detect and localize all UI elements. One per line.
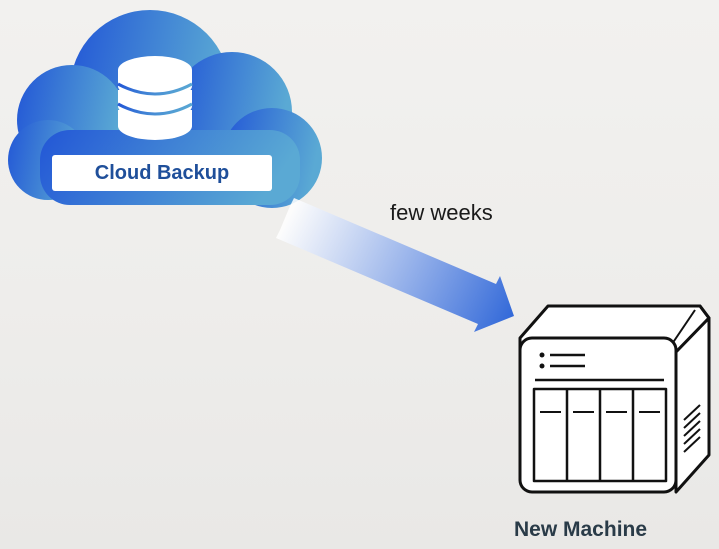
database-icon xyxy=(117,56,193,140)
new-machine-label: New Machine xyxy=(514,518,648,541)
cloud-backup-label: Cloud Backup xyxy=(52,155,272,191)
transfer-duration-label: few weeks xyxy=(390,200,493,225)
transfer-arrow xyxy=(276,198,514,332)
nas-server-icon xyxy=(518,304,711,494)
